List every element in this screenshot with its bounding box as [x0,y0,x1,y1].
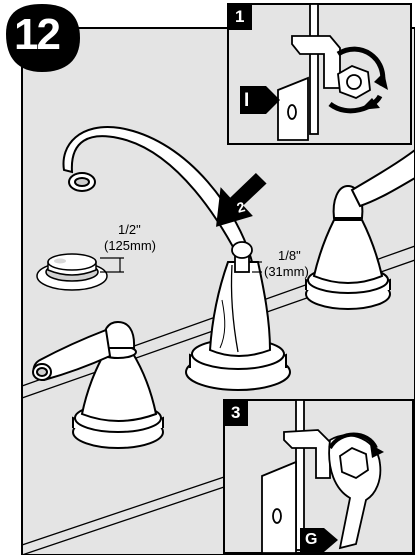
inset-3-panel [224,400,413,553]
inset-1-panel [228,4,411,144]
lift-rod [232,242,252,272]
step-badge [6,4,80,72]
